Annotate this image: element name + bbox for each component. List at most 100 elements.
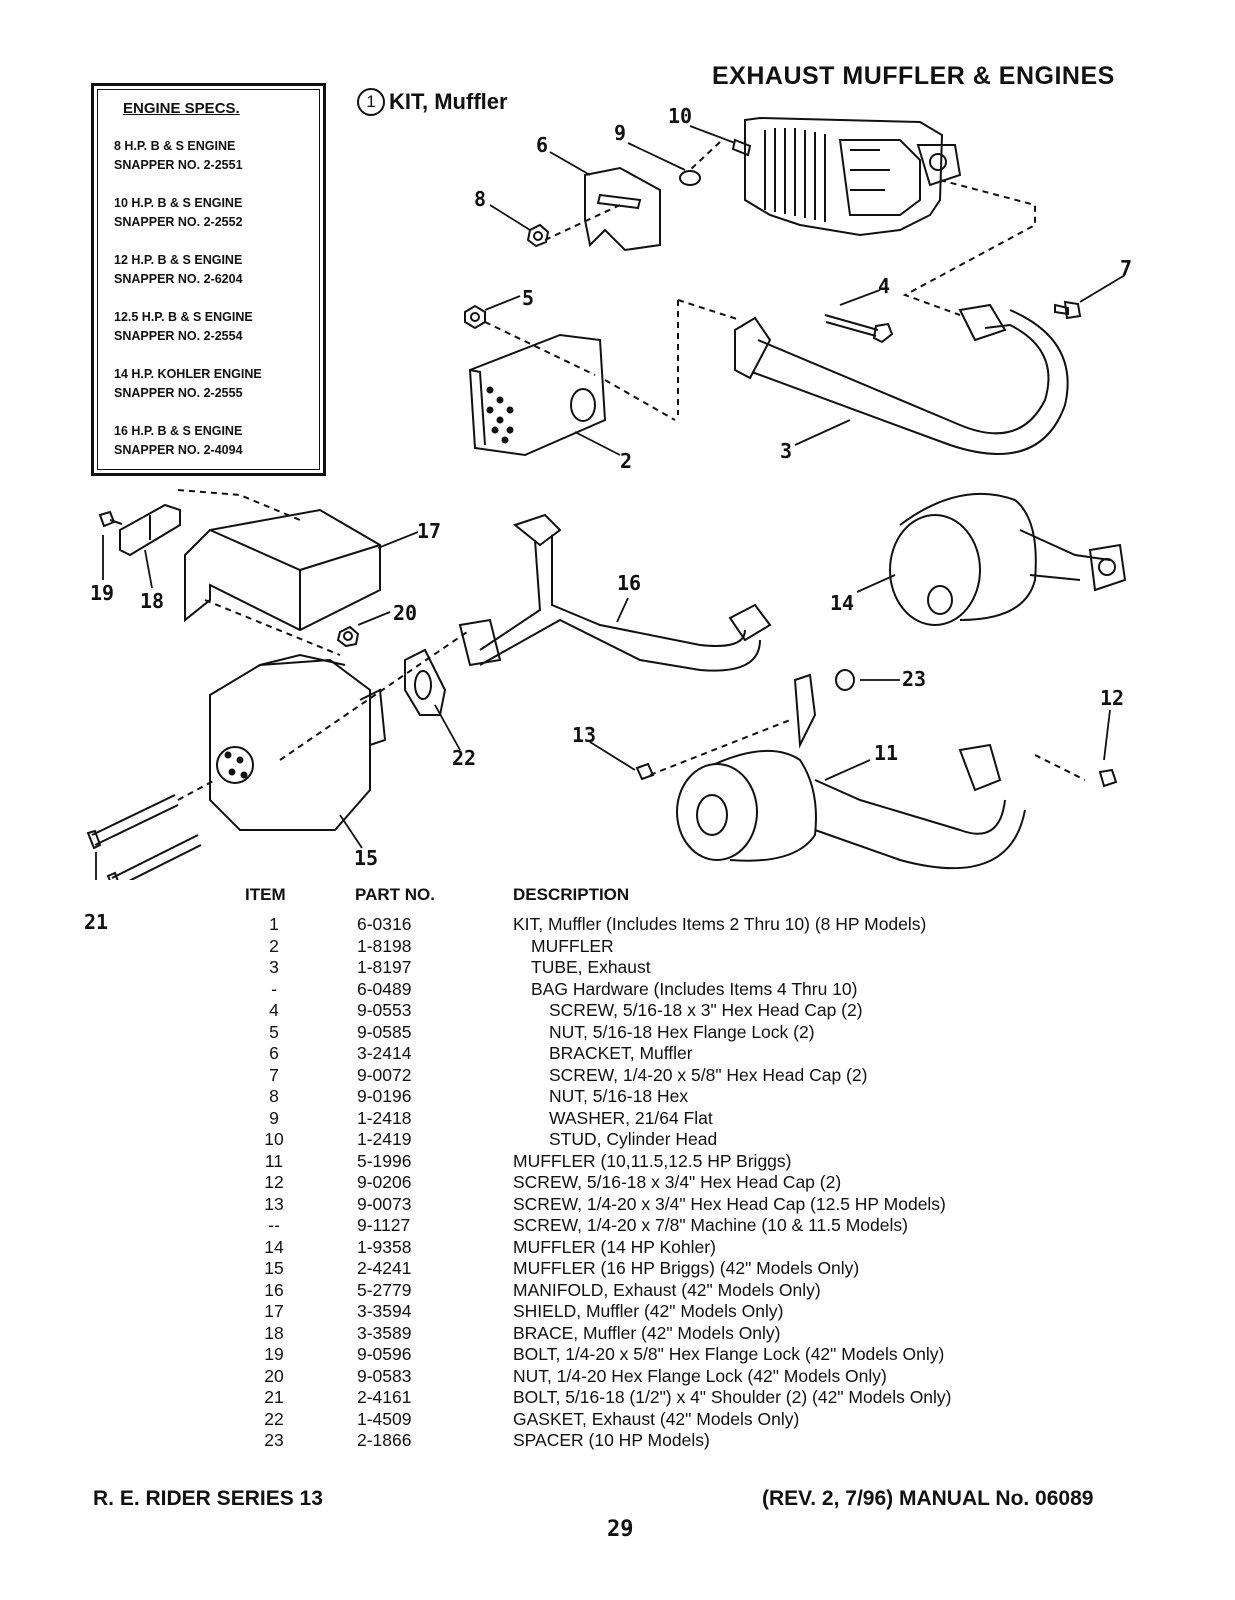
part-description: BAG Hardware (Includes Items 4 Thru 10): [531, 978, 858, 999]
part-item-number: --: [268, 1215, 280, 1235]
part-description: BRACKET, Muffler: [549, 1043, 693, 1063]
bracket-part-6: [544, 166, 661, 252]
part-description: MUFFLER (14 HP Kohler): [513, 1236, 716, 1257]
part-description: NUT, 5/16-18 Hex Flange Lock (2): [549, 1021, 815, 1042]
column-header-part-no: PART NO.: [355, 885, 435, 904]
snapper-number: SNAPPER NO. 2-4094: [114, 443, 243, 457]
part-number: 9-0583: [357, 1365, 412, 1386]
exploded-parts-diagram: 10 9 6 8 5 2 3 4 7 17 18 19 20 16 14 23 …: [86, 104, 1132, 880]
callout-11: 11: [874, 741, 898, 765]
part-number: 1-8197: [357, 957, 412, 977]
part-item-number: 19: [264, 1344, 284, 1364]
part-description: WASHER, 21/64 Flat: [549, 1107, 713, 1128]
part-item-number: 15: [264, 1258, 284, 1278]
part-number: 6-0316: [357, 914, 412, 934]
engine-spec-item: 14 H.P. KOHLER ENGINE SNAPPER NO. 2-2555: [114, 365, 303, 403]
part-description: NUT, 5/16-18 Hex: [549, 1086, 689, 1106]
callout-8: 8: [474, 187, 486, 211]
engine-name: 10 H.P. B & S ENGINE: [114, 196, 243, 210]
engine-spec-item: 12.5 H.P. B & S ENGINE SNAPPER NO. 2-255…: [114, 308, 303, 346]
part-item-number: 8: [269, 1086, 279, 1106]
callout-16: 16: [617, 571, 641, 595]
part-number: 3-2414: [357, 1043, 412, 1063]
part-description: MANIFOLD, Exhaust (42" Models Only): [513, 1279, 821, 1300]
callout-18: 18: [140, 589, 164, 613]
snapper-number: SNAPPER NO. 2-2555: [114, 386, 243, 400]
part-number: 1-9358: [357, 1236, 412, 1257]
part-item-number: 20: [264, 1365, 284, 1386]
part-item-number: 21: [264, 1387, 284, 1407]
part-item-number: 10: [264, 1129, 284, 1149]
footer-series: R. E. RIDER SERIES 13: [93, 1487, 323, 1510]
part-number: 9-0596: [357, 1344, 412, 1364]
part-description: SCREW, 5/16-18 x 3" Hex Head Cap (2): [549, 1000, 863, 1020]
muffler-part-2: [468, 333, 676, 457]
screw-part-7: [1054, 300, 1082, 320]
engine-specs-heading: ENGINE SPECS.: [123, 100, 240, 117]
parts-row: 20 9-0583 NUT, 1/4-20 Hex Flange Lock (42"…: [240, 1366, 1040, 1388]
kit-number-circle: 1: [357, 88, 385, 116]
part-number: 9-0196: [357, 1086, 412, 1106]
washer-part-9: [679, 170, 701, 186]
assembly-guide-line: [902, 179, 1036, 316]
engine-name: 14 H.P. KOHLER ENGINE: [114, 367, 262, 381]
callout-9: 9: [614, 121, 626, 145]
footer-manual-number: (REV. 2, 7/96) MANUAL No. 06089: [762, 1487, 1094, 1510]
part-number: 1-2418: [357, 1107, 412, 1128]
part-description: SCREW, 1/4-20 x 7/8" Machine (10 & 11.5 …: [513, 1215, 908, 1235]
engine-spec-item: 16 H.P. B & S ENGINE SNAPPER NO. 2-4094: [114, 422, 303, 460]
callout-19: 19: [90, 581, 114, 605]
part-description: NUT, 1/4-20 Hex Flange Lock (42" Models …: [513, 1365, 887, 1386]
callout-5: 5: [522, 286, 534, 310]
part-number: 1-2419: [357, 1129, 412, 1149]
callout-6: 6: [536, 133, 548, 157]
kit-label: 1 KIT, Muffler: [357, 88, 508, 116]
callout-3: 3: [780, 439, 792, 463]
callout-14: 14: [830, 591, 854, 615]
part-description: SCREW, 1/4-20 x 3/4" Hex Head Cap (12.5 …: [513, 1193, 946, 1214]
part-item-number: 22: [264, 1408, 284, 1429]
nut-part-8: [526, 223, 550, 248]
snapper-number: SNAPPER NO. 2-2554: [114, 329, 243, 343]
part-item-number: 18: [264, 1322, 284, 1343]
part-item-number: -: [271, 978, 277, 999]
part-item-number: 2: [269, 935, 279, 956]
part-number: 6-0489: [357, 978, 412, 999]
nut-part-5: [464, 304, 596, 376]
part-number: 5-2779: [357, 1279, 412, 1300]
part-item-number: 4: [269, 1000, 279, 1020]
part-description: MUFFLER: [531, 935, 614, 956]
part-description: GASKET, Exhaust (42" Models Only): [513, 1408, 800, 1429]
muffler-part-11: [649, 673, 1086, 870]
part-description: BOLT, 5/16-18 (1/2") x 4" Shoulder (2) (…: [513, 1387, 952, 1407]
part-description: TUBE, Exhaust: [531, 957, 651, 977]
bolt-part-21: [86, 779, 216, 880]
part-number: 2-1866: [357, 1430, 412, 1450]
part-description: BRACE, Muffler (42" Models Only): [513, 1322, 781, 1343]
part-number: 9-0206: [357, 1172, 412, 1192]
part-item-number: 6: [269, 1043, 279, 1063]
callout-leaders: [95, 125, 1126, 880]
callout-2: 2: [620, 449, 632, 473]
assembly-guide-line: [677, 299, 741, 415]
spacer-part-23: [835, 669, 855, 691]
parts-row: - 6-0489 BAG Hardware (Includes Items 4 Th…: [240, 979, 1040, 1001]
callout-15: 15: [354, 846, 378, 870]
engine-spec-item: 8 H.P. B & S ENGINE SNAPPER NO. 2-2551: [114, 137, 303, 175]
part-number: 9-0553: [357, 1000, 412, 1020]
callout-7: 7: [1120, 256, 1132, 280]
